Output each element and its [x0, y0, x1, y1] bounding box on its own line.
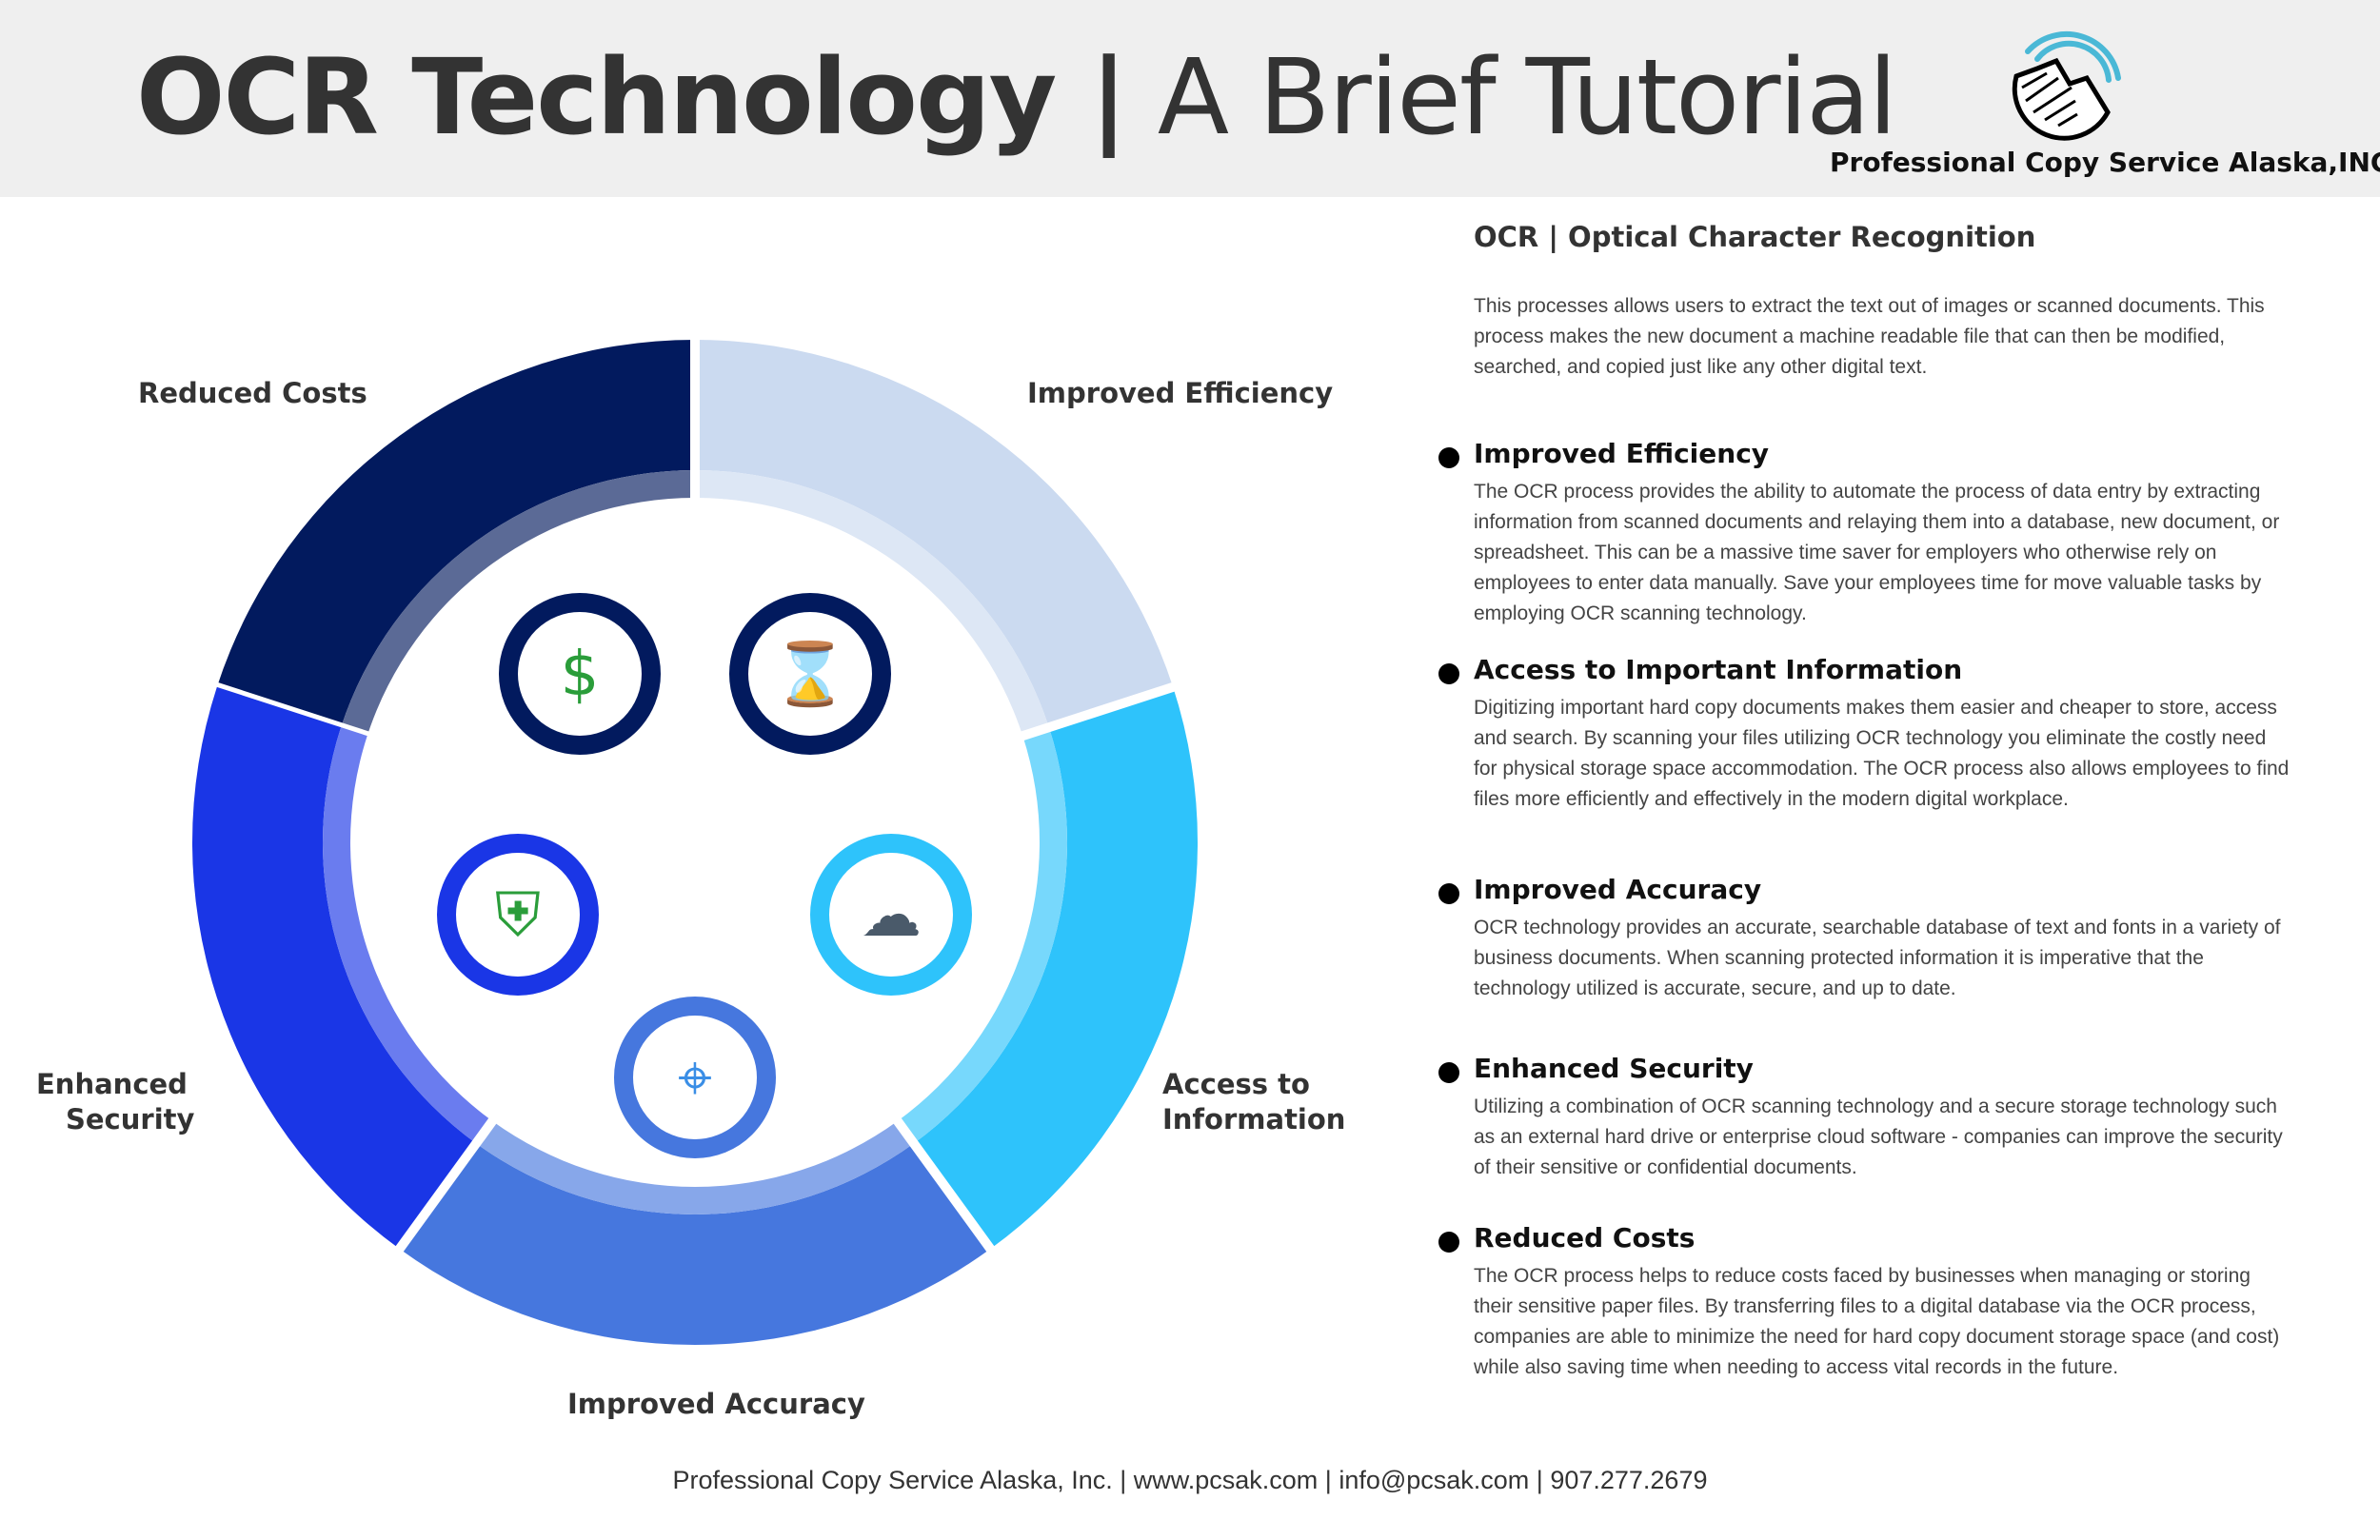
icon-badge: [499, 593, 661, 755]
section-heading: Improved Accuracy: [1438, 874, 2292, 905]
section-title: Improved Accuracy: [1474, 874, 1762, 905]
company-logo-icon: [2012, 31, 2121, 141]
section-title: Enhanced Security: [1474, 1053, 1754, 1084]
page-title: OCR Technology | A Brief Tutorial: [136, 36, 1897, 158]
segment-access-to-information: [913, 686, 1198, 1250]
icon-glyph: $: [561, 640, 600, 710]
section-title: Access to Important Information: [1474, 654, 1963, 685]
target-icon: ⌖: [614, 997, 776, 1158]
segment-divider: [1019, 681, 1179, 741]
label-line: Enhanced: [36, 1068, 188, 1100]
section-accuracy: Improved Accuracy OCR technology provide…: [1438, 874, 2292, 1004]
ring-diagram: $ ⌛ ☁ ⌖ ⛨: [191, 336, 1198, 1346]
icon-glyph: ⌛: [772, 640, 848, 710]
bullet-icon: [1438, 883, 1459, 904]
segment-inner-band: [897, 727, 1067, 1144]
section-security: Enhanced Security Utilizing a combinatio…: [1438, 1053, 2292, 1183]
section-heading: Access to Important Information: [1438, 654, 2292, 685]
segment-enhanced-security: [191, 686, 477, 1250]
segment-reduced-costs: [216, 340, 695, 728]
company-name: Professional Copy Service Alaska,INC: [1830, 147, 2380, 178]
label-line: Access to: [1162, 1068, 1310, 1100]
section-heading: Enhanced Security: [1438, 1053, 2292, 1084]
title-bold: OCR Technology |: [136, 36, 1128, 158]
section-title: Improved Efficiency: [1474, 438, 1770, 469]
segment-inner-band: [341, 470, 695, 737]
icon-glyph: ⌖: [678, 1043, 712, 1114]
content-column: OCR | Optical Character Recognition This…: [1438, 221, 2292, 1378]
label-reduced-costs: Reduced Costs: [138, 377, 367, 409]
segment-improved-accuracy: [399, 1143, 991, 1346]
dollar-refresh-icon: $: [499, 593, 661, 755]
bullet-icon: [1438, 447, 1459, 468]
icon-glyph: ⛨: [495, 880, 541, 951]
bullet-icon: [1438, 663, 1459, 684]
section-text: The OCR process helps to reduce costs fa…: [1474, 1265, 2280, 1378]
section-costs: Reduced Costs The OCR process helps to r…: [1438, 1222, 2292, 1383]
label-improved-accuracy: Improved Accuracy: [567, 1388, 865, 1420]
segment-inner-band: [695, 470, 1049, 737]
intro-heading: OCR | Optical Character Recognition: [1474, 221, 2036, 253]
segment-divider: [393, 1116, 498, 1255]
section-title: Reduced Costs: [1474, 1222, 1696, 1254]
section-text: Digitizing important hard copy documents…: [1474, 697, 2290, 810]
icon-badge: [810, 834, 972, 996]
shield-lock-icon: ⛨: [437, 834, 599, 996]
segment-inner-band: [476, 1120, 914, 1214]
label-enhanced-security: Enhanced Security: [36, 1067, 194, 1137]
cloud-check-icon: ☁: [810, 834, 972, 996]
icon-badge: [614, 997, 776, 1158]
icon-glyph: ☁: [861, 880, 922, 951]
section-text: OCR technology provides an accurate, sea…: [1474, 917, 2281, 999]
bullet-icon: [1438, 1232, 1459, 1253]
icon-badge: [437, 834, 599, 996]
segment-inner-band: [322, 727, 493, 1144]
benefits-wheel: $⌛☁⌖⛨ Reduced Costs Improved Efficiency …: [0, 197, 1409, 1463]
footer-contact: Professional Copy Service Alaska, Inc. |…: [672, 1466, 1708, 1494]
hourglass-coins-icon: ⌛: [729, 593, 891, 755]
intro-text: This processes allows users to extract t…: [1474, 295, 2265, 378]
section-text: Utilizing a combination of OCR scanning …: [1474, 1096, 2283, 1178]
label-access-information: Access to Information: [1162, 1067, 1345, 1137]
section-efficiency: Improved Efficiency The OCR process prov…: [1438, 438, 2292, 629]
label-line: Information: [1162, 1103, 1346, 1135]
segment-improved-efficiency: [695, 340, 1174, 728]
section-text: The OCR process provides the ability to …: [1474, 481, 2280, 624]
label-improved-efficiency: Improved Efficiency: [1027, 377, 1334, 409]
bullet-icon: [1438, 1062, 1459, 1083]
section-heading: Reduced Costs: [1438, 1222, 2292, 1254]
title-light: A Brief Tutorial: [1125, 36, 1897, 158]
header: OCR Technology | A Brief Tutorial Profes…: [0, 0, 2380, 197]
section-heading: Improved Efficiency: [1438, 438, 2292, 469]
section-access: Access to Important Information Digitizi…: [1438, 654, 2292, 815]
segment-divider: [892, 1116, 997, 1255]
label-line: Security: [66, 1103, 195, 1135]
icon-badge: [729, 593, 891, 755]
